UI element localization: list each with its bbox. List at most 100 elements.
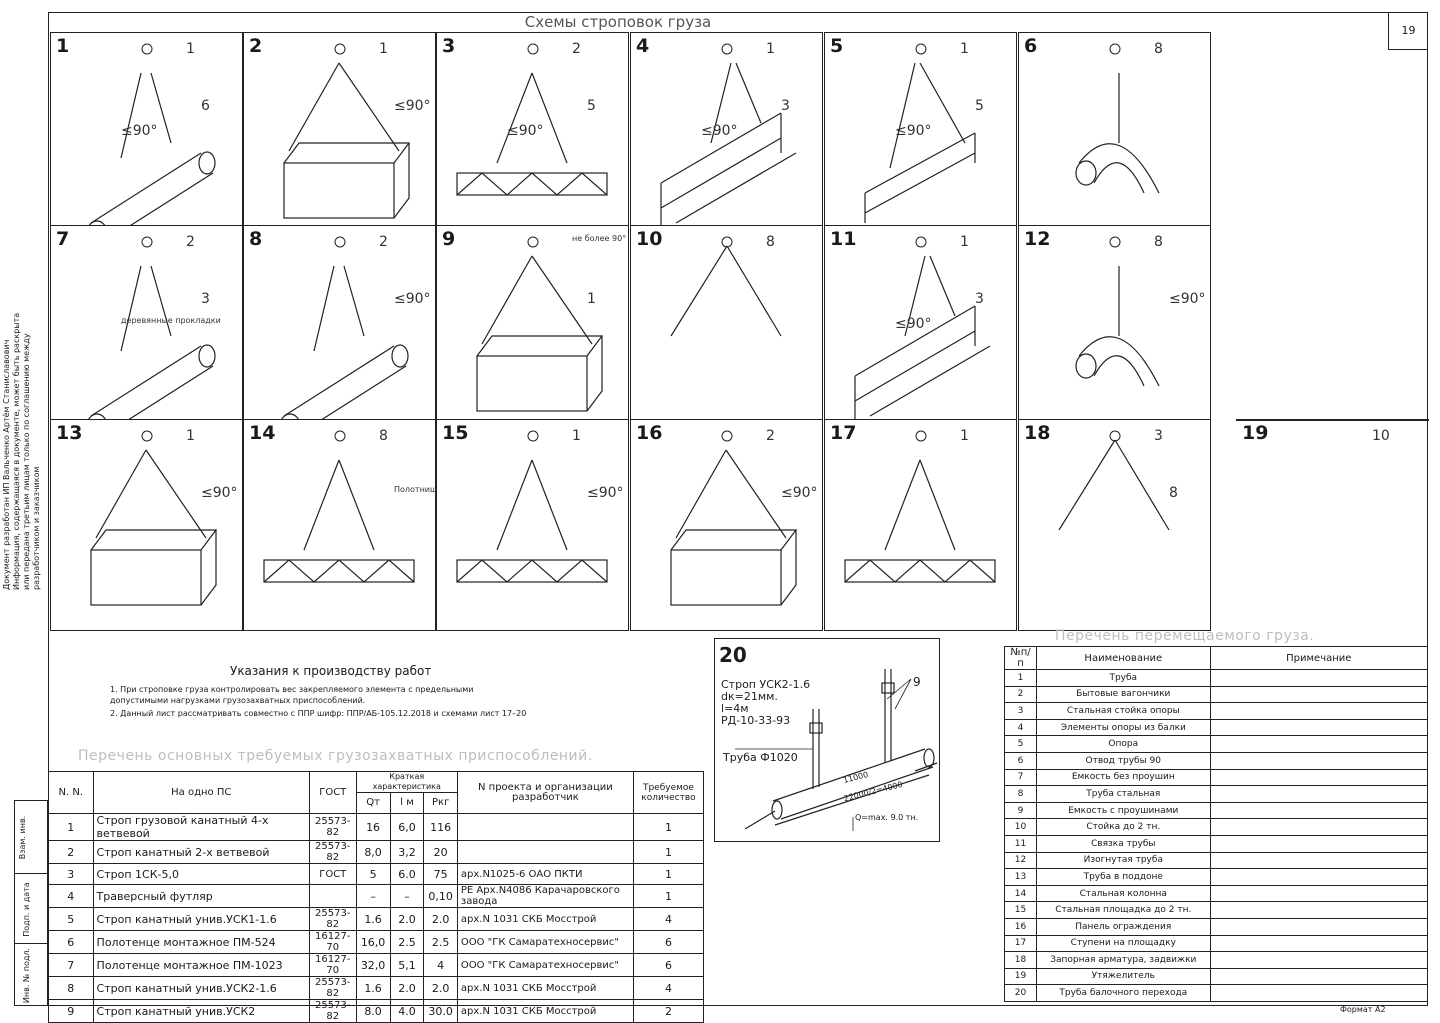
- scheme-drawing: [660, 43, 797, 227]
- scheme-drawing: [864, 43, 976, 223]
- drawing-frame: [48, 12, 1428, 1006]
- scheme-number: 19: [1242, 422, 1269, 444]
- stamp-label: Инв. № подл.: [22, 947, 32, 1004]
- scheme-13: 13 1 ≤90°: [50, 419, 243, 631]
- devices-table: N. N. На одно ПС ГОСТ Краткая характерис…: [48, 771, 705, 1023]
- sling-length: l=4м: [721, 702, 749, 715]
- stamp-label: Взам. инв.: [18, 815, 28, 860]
- callout-label: 1: [960, 234, 969, 250]
- callout-label: ≤90°: [394, 98, 431, 114]
- notes-body: 1. При строповке груза контролировать ве…: [110, 684, 530, 719]
- scheme-number: 13: [56, 422, 83, 444]
- callout-label: 8: [1154, 41, 1163, 57]
- callout-label: 1: [186, 428, 195, 444]
- callout-label: ≤90°: [895, 316, 932, 332]
- callout-label: 1: [960, 41, 969, 57]
- scheme-drawing: [456, 43, 608, 196]
- scheme-drawing: [263, 430, 415, 583]
- callout-label: 2: [379, 234, 388, 250]
- callout-label: 10: [1372, 428, 1390, 444]
- devices-title: Перечень основных требуемых грузозахватн…: [78, 748, 593, 764]
- scheme-number: 9: [442, 228, 456, 250]
- callout-label: 6: [201, 98, 210, 114]
- scheme-8: 8 2 ≤90°: [243, 225, 436, 421]
- callout-label: ≤90°: [701, 123, 738, 139]
- callout-label: 8: [766, 234, 775, 250]
- cargo-title: Перечень перемещаемого груза.: [1055, 628, 1315, 644]
- callout-label: ≤90°: [121, 123, 158, 139]
- sling-diameter: dк=21мм.: [721, 690, 778, 703]
- format-label: Формат А2: [1340, 1005, 1386, 1014]
- scheme-drawing: [476, 236, 604, 412]
- callout-label: ≤90°: [394, 291, 431, 307]
- scheme-drawing: [87, 236, 216, 421]
- scheme-number: 12: [1024, 228, 1051, 250]
- scheme-drawing: [1075, 43, 1160, 194]
- scheme-drawing: [456, 430, 608, 583]
- side-note: Документ разработан ИП Вальченко Артём С…: [2, 312, 41, 590]
- scheme-drawing: [670, 236, 782, 337]
- scheme-number: 8: [249, 228, 263, 250]
- scheme-number: 3: [442, 35, 456, 57]
- callout-label: 3: [1154, 428, 1163, 444]
- callout-label: 3: [201, 291, 210, 307]
- scheme-20: 20 Строп УСК2-1.6 dк=21мм. l=4м РД-10-33…: [714, 638, 940, 842]
- callout-label: 3: [975, 291, 984, 307]
- scheme-number: 1: [56, 35, 70, 57]
- scheme-number: 16: [636, 422, 663, 444]
- sheet-title: Схемы строповок груза: [524, 13, 712, 31]
- callout-label: ≤90°: [895, 123, 932, 139]
- callout-label: 8: [379, 428, 388, 444]
- scheme-number: 11: [830, 228, 857, 250]
- callout-label: деревянные прокладки: [121, 316, 221, 325]
- note-item: 2. Данный лист рассматривать совместно с…: [110, 709, 527, 718]
- scheme-drawing: [1058, 430, 1170, 531]
- sheet-number: 19: [1388, 12, 1428, 50]
- scheme-drawing: [670, 430, 798, 606]
- pipe-label: Труба Ф1020: [723, 751, 798, 764]
- pipe-slinging-drawing: [735, 669, 938, 831]
- callout-label: ≤90°: [507, 123, 544, 139]
- callout-label: ≤90°: [201, 485, 238, 501]
- scheme-number: 14: [249, 422, 276, 444]
- callout-label: ≤90°: [781, 485, 818, 501]
- scheme-number: 4: [636, 35, 650, 57]
- callout-label: 2: [766, 428, 775, 444]
- scheme-number: 18: [1024, 422, 1051, 444]
- sling-standard: РД-10-33-93: [721, 714, 791, 727]
- notes-title: Указания к производству работ: [230, 664, 432, 678]
- callout-label: 1: [572, 428, 581, 444]
- callout-label: 8: [1154, 234, 1163, 250]
